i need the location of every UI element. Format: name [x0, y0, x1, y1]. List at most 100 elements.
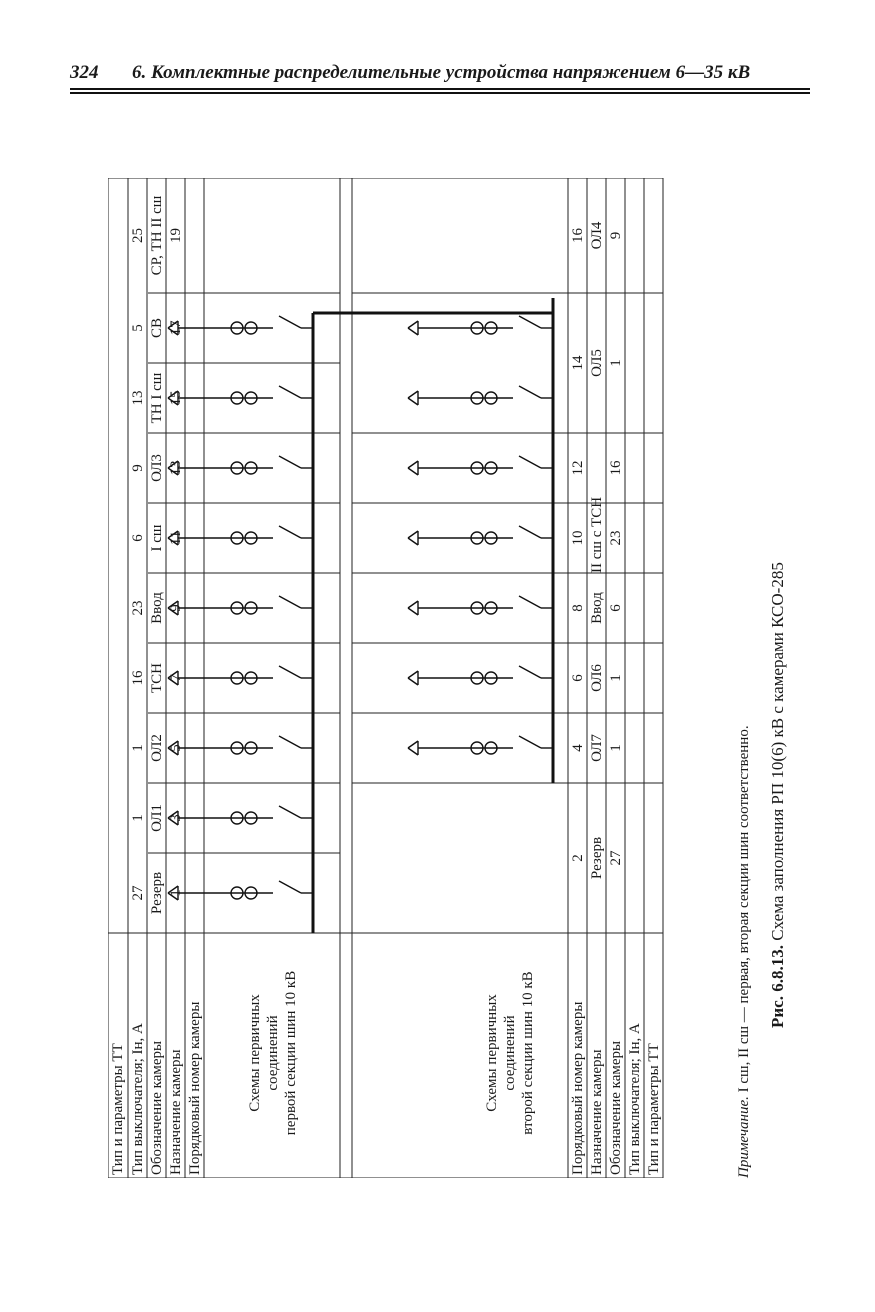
current-transformer-symbol — [470, 741, 484, 755]
camera-number: 5 — [168, 744, 184, 752]
cable-end — [407, 460, 419, 469]
current-transformer-symbol — [244, 671, 258, 685]
camera-number: 17 — [168, 320, 184, 336]
current-transformer-symbol — [244, 391, 258, 405]
camera-designation: 16 — [608, 460, 624, 476]
current-transformer-symbol — [244, 531, 258, 545]
camera-purpose: ОЛ6 — [589, 664, 605, 692]
current-transformer-symbol — [484, 741, 498, 755]
cable-end — [167, 810, 179, 819]
row-label: Обозначение камеры — [149, 1040, 165, 1175]
camera-designation: 23 — [608, 530, 624, 546]
section1-label-line3: первой секции шин 10 кВ — [283, 970, 299, 1136]
row-label: Порядковый номер камеры — [187, 1001, 203, 1175]
switch-blade — [518, 315, 542, 329]
current-transformer-symbol — [470, 671, 484, 685]
cable-end — [407, 600, 419, 609]
current-transformer-symbol — [470, 601, 484, 615]
row-label: Обозначение камеры — [608, 1040, 624, 1175]
feeder-bot-7 — [407, 315, 553, 336]
cable-end — [407, 607, 419, 616]
camera-purpose: II сш с ТСН — [589, 496, 605, 573]
cable-end — [167, 320, 179, 329]
camera-purpose: ОЛ3 — [149, 454, 165, 482]
current-transformer-symbol — [230, 601, 244, 615]
current-transformer-symbol — [470, 461, 484, 475]
current-transformer-symbol — [484, 671, 498, 685]
cable-end — [167, 460, 179, 469]
current-transformer-symbol — [484, 531, 498, 545]
feeder-top-9 — [167, 315, 313, 336]
cable-end — [167, 747, 179, 756]
camera-number: 6 — [570, 674, 586, 682]
cable-end — [167, 397, 179, 406]
section1-label-line1: Схемы первичных — [247, 994, 263, 1112]
current-transformer-symbol — [244, 741, 258, 755]
camera-purpose: ОЛ5 — [589, 349, 605, 377]
camera-designation: 25 — [130, 228, 146, 243]
feeder-top-6 — [167, 525, 313, 546]
feeder-top-5 — [167, 595, 313, 616]
camera-purpose: ОЛ4 — [589, 221, 605, 250]
current-transformer-symbol — [230, 391, 244, 405]
current-transformer-symbol — [230, 671, 244, 685]
camera-designation: 23 — [130, 600, 146, 616]
switch-blade — [278, 805, 302, 819]
camera-purpose: ТН I сш — [149, 372, 165, 424]
switch-blade — [278, 315, 302, 329]
camera-purpose: Резерв — [589, 836, 605, 880]
current-transformer-symbol — [244, 461, 258, 475]
camera-number: 8 — [570, 604, 586, 612]
camera-designation: 27 — [130, 885, 146, 901]
camera-designation: 5 — [130, 324, 146, 332]
cable-end — [167, 607, 179, 616]
camera-designation: 13 — [130, 390, 146, 406]
feeder-top-3 — [167, 735, 313, 756]
switch-blade — [518, 385, 542, 399]
switch-blade — [518, 595, 542, 609]
camera-designation: 1 — [130, 814, 146, 822]
camera-purpose: Резерв — [149, 871, 165, 915]
table-note: Примечание. I сш, II сш — первая, вторая… — [736, 725, 753, 1178]
cable-end — [167, 885, 179, 894]
row-label: Порядковый номер камеры — [570, 1001, 586, 1175]
cable-end — [407, 747, 419, 756]
camera-designation: 1 — [608, 744, 624, 752]
feeder-top-7 — [167, 455, 313, 476]
camera-number: 13 — [168, 460, 184, 476]
camera-purpose: ОЛ1 — [149, 804, 165, 832]
camera-purpose: I сш — [149, 524, 165, 552]
cable-end — [407, 530, 419, 539]
current-transformer-symbol — [244, 601, 258, 615]
section1-label-line2: соединений — [265, 1015, 281, 1091]
cable-end — [407, 537, 419, 546]
cable-end — [407, 320, 419, 329]
current-transformer-symbol — [470, 321, 484, 335]
current-transformer-symbol — [484, 601, 498, 615]
feeder-bot-4 — [407, 525, 553, 546]
current-transformer-symbol — [244, 811, 258, 825]
cable-end — [407, 677, 419, 686]
current-transformer-symbol — [470, 391, 484, 405]
switch-blade — [518, 455, 542, 469]
caption-text: Схема заполнения РП 10(6) кВ с камерами … — [768, 562, 787, 941]
camera-number: 2 — [570, 854, 586, 862]
camera-purpose: ОЛ2 — [149, 734, 165, 762]
section2-label-line1: Схемы первичных — [484, 994, 500, 1112]
current-transformer-symbol — [230, 461, 244, 475]
camera-purpose: ТСН — [149, 663, 165, 693]
row-label: Назначение камеры — [589, 1049, 605, 1175]
header-rule — [70, 88, 810, 90]
cable-end — [407, 397, 419, 406]
feeder-top-4 — [167, 665, 313, 686]
camera-purpose: СВ — [149, 318, 165, 339]
feeder-top-8 — [167, 385, 313, 406]
current-transformer-symbol — [244, 886, 258, 900]
camera-designation: 1 — [130, 744, 146, 752]
feeder-bot-1 — [407, 735, 553, 756]
switch-blade — [278, 455, 302, 469]
camera-designation: 16 — [130, 670, 146, 686]
cable-end — [407, 467, 419, 476]
